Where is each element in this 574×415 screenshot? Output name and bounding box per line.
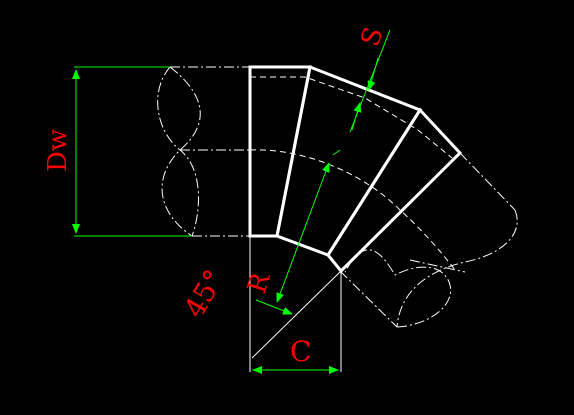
label-c: C bbox=[290, 335, 311, 368]
left-pipe-break bbox=[157, 66, 250, 237]
label-s: S bbox=[355, 23, 389, 50]
dim-s bbox=[349, 29, 391, 133]
elbow-segments bbox=[248, 64, 463, 274]
right-pipe-break bbox=[339, 152, 518, 328]
dim-r bbox=[255, 149, 341, 315]
label-angle: 45° bbox=[177, 264, 230, 323]
label-r: R bbox=[242, 268, 277, 297]
inner-wall-dashed bbox=[249, 76, 456, 271]
dim-dw bbox=[72, 66, 192, 237]
label-dw: Dw bbox=[43, 129, 73, 172]
